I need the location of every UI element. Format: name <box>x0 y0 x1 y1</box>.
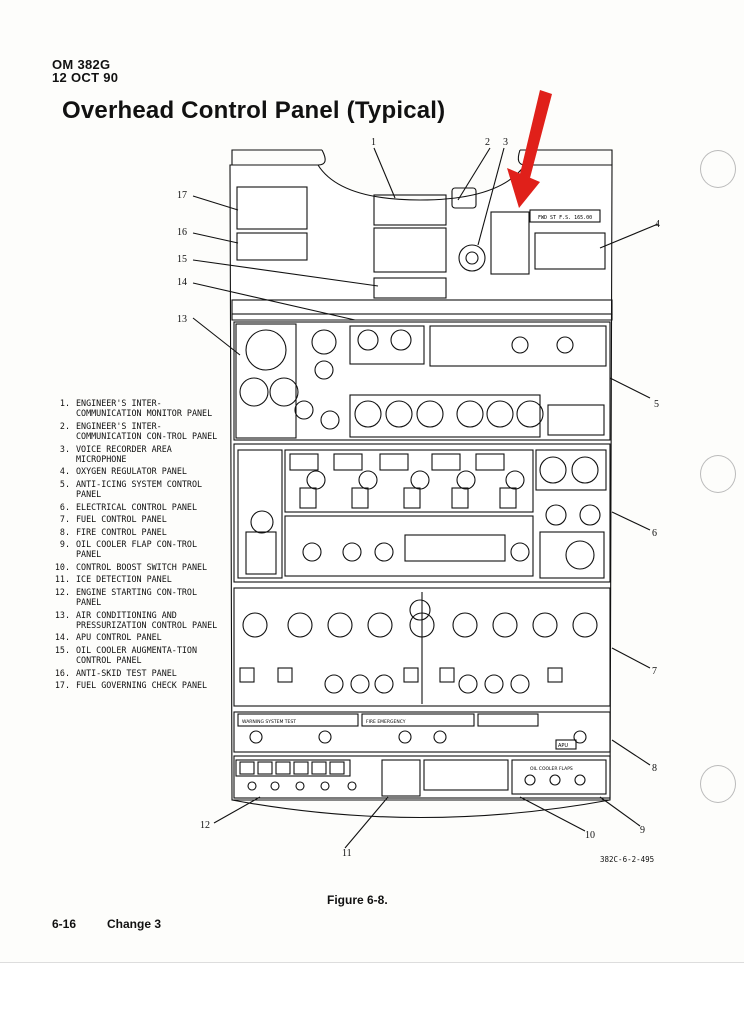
legend-item: 13.AIR CONDITIONING AND PRESSURIZATION C… <box>54 609 218 630</box>
legend-item: 2.ENGINEER'S INTER-COMMUNICATION CON-TRO… <box>59 420 218 442</box>
callout-4: 4 <box>655 219 660 230</box>
component-legend: 1.ENGINEER'S INTER-COMMUNICATION MONITOR… <box>52 398 222 693</box>
callout-13: 13 <box>177 314 187 325</box>
fire-label: FIRE EMERGENCY <box>366 719 406 725</box>
callout-7: 7 <box>652 666 657 677</box>
station-label: FWD ST F.S. 165.00 <box>538 215 592 221</box>
legend-item: 12.ENGINE STARTING CON-TROL PANEL <box>54 586 198 608</box>
change-number: Change 3 <box>107 917 162 931</box>
callout-9: 9 <box>640 825 645 836</box>
legend-item: 17.FUEL GOVERNING CHECK PANEL <box>54 680 208 691</box>
callout-1: 1 <box>371 137 376 148</box>
callout-3: 3 <box>503 137 508 148</box>
legend-item: 9.OIL COOLER FLAP CON-TROL PANEL <box>59 539 198 560</box>
binder-hole <box>700 455 736 493</box>
callout-2: 2 <box>485 137 490 148</box>
apu-label: APU <box>558 743 568 749</box>
scanner-background <box>0 962 744 1025</box>
binder-hole <box>700 150 736 188</box>
legend-item: 11.ICE DETECTION PANEL <box>54 574 172 585</box>
callout-17: 17 <box>177 190 187 201</box>
callout-10: 10 <box>585 830 595 841</box>
page-number: 6-16 <box>52 917 77 931</box>
legend-item: 1.ENGINEER'S INTER-COMMUNICATION MONITOR… <box>59 398 213 419</box>
document-id: OM 382G <box>52 57 111 72</box>
legend-item: 3.VOICE RECORDER AREA MICROPHONE <box>59 443 172 464</box>
legend-item: 8.FIRE CONTROL PANEL <box>59 526 167 537</box>
overhead-panel-diagram: 1 2 3 4 5 6 7 8 9 10 11 12 13 14 15 16 1… <box>177 90 660 859</box>
figure-code: 382C-6-2-495 <box>600 855 655 864</box>
callout-15: 15 <box>177 254 187 265</box>
red-arrow-icon <box>507 90 552 208</box>
legend-item: 16.ANTI-SKID TEST PANEL <box>54 667 177 678</box>
warning-test-label: WARNING SYSTEM TEST <box>242 719 296 725</box>
legend-item: 15.OIL COOLER AUGMENTA-TION CONTROL PANE… <box>54 644 198 666</box>
callout-5: 5 <box>654 399 659 410</box>
callout-16: 16 <box>177 227 187 238</box>
figure-caption: Figure 6-8. <box>327 893 388 907</box>
callout-6: 6 <box>652 528 657 539</box>
legend-item: 5.ANTI-ICING SYSTEM CONTROL PANEL <box>59 478 203 500</box>
binder-hole <box>700 765 736 803</box>
legend-item: 14.APU CONTROL PANEL <box>54 632 162 643</box>
callout-8: 8 <box>652 763 657 774</box>
legend-item: 4.OXYGEN REGULATOR PANEL <box>59 466 187 477</box>
legend-item: 10.CONTROL BOOST SWITCH PANEL <box>54 561 208 572</box>
callout-11: 11 <box>342 848 352 859</box>
legend-item: 7.FUEL CONTROL PANEL <box>59 514 167 525</box>
oil-cooler-flaps-label: OIL COOLER FLAPS <box>530 766 573 772</box>
document-date: 12 OCT 90 <box>52 70 119 85</box>
callout-14: 14 <box>177 277 187 288</box>
page-title: Overhead Control Panel (Typical) <box>62 97 446 124</box>
callout-12: 12 <box>200 820 210 831</box>
legend-item: 6.ELECTRICAL CONTROL PANEL <box>59 501 198 512</box>
